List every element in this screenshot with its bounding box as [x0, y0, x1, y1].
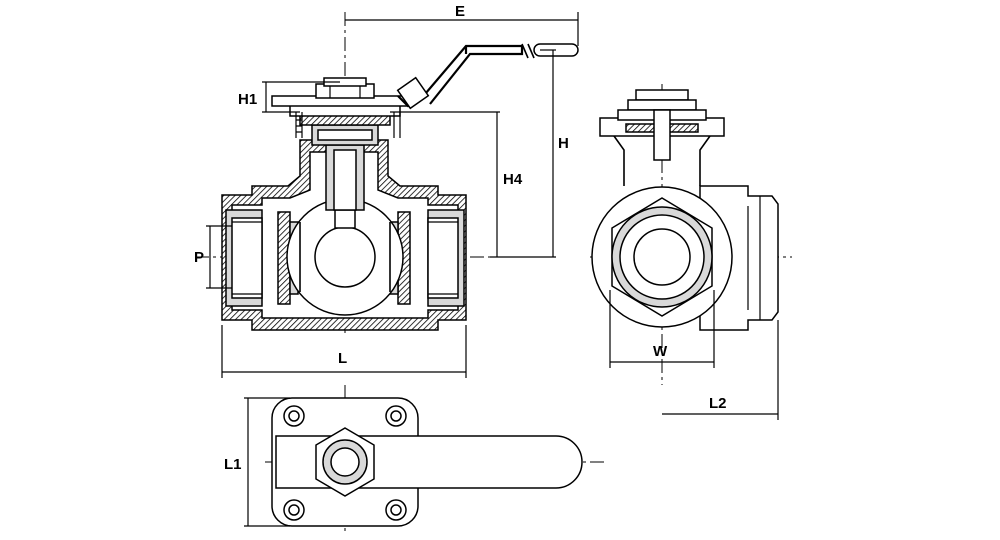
dimension-l: L — [221, 325, 467, 378]
label-w: W — [653, 343, 668, 360]
label-l1: L1 — [224, 456, 242, 473]
dimension-h4: H4 — [390, 111, 523, 257]
label-l: L — [338, 350, 347, 367]
dimension-e: E — [345, 3, 579, 46]
dimension-p: P — [194, 225, 232, 289]
side-view — [590, 84, 792, 385]
left-bolt — [295, 112, 303, 138]
dimension-h: H — [490, 49, 569, 258]
dimension-l2: L2 — [662, 320, 779, 420]
label-p: P — [194, 249, 204, 266]
bolt-holes — [283, 405, 407, 521]
label-h: H — [558, 135, 569, 152]
right-bolt — [393, 112, 401, 138]
dimension-l1: L1 — [224, 397, 290, 527]
label-h1: H1 — [238, 91, 257, 108]
label-e: E — [455, 3, 465, 20]
front-section-view — [195, 12, 579, 335]
dimension-w: W — [609, 290, 715, 368]
label-h4: H4 — [503, 171, 523, 188]
top-view — [265, 385, 605, 535]
label-l2: L2 — [709, 395, 727, 412]
dimension-h1: H1 — [238, 81, 340, 113]
